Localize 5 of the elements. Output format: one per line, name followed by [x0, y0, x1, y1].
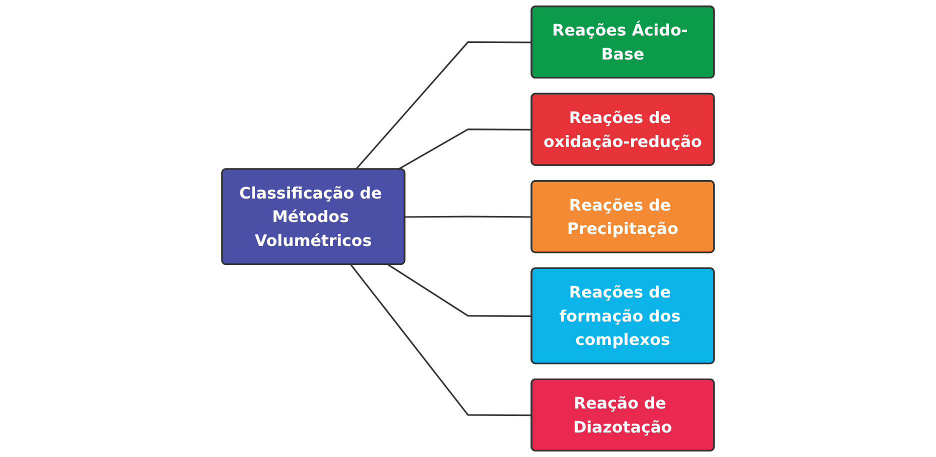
connector [350, 264, 532, 416]
connector [404, 216, 532, 218]
connector [398, 128, 532, 170]
connector [388, 264, 532, 317]
connector [355, 41, 532, 170]
